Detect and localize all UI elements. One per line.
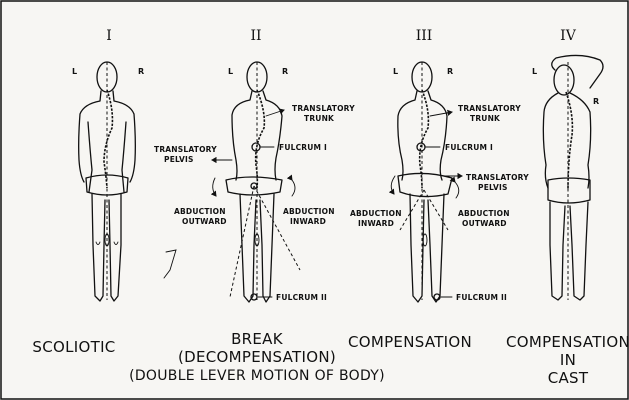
- figure-4-right-mark: R: [593, 97, 599, 106]
- figure-2-break: II L R TRANSLATORY TRUNK FULCRUM I: [129, 28, 385, 384]
- svg-text:TRANSLATORY: TRANSLATORY: [292, 104, 355, 113]
- svg-text:ABDUCTION: ABDUCTION: [283, 207, 335, 216]
- svg-text:ABDUCTION: ABDUCTION: [458, 209, 510, 218]
- figure-3-right-mark: R: [447, 67, 453, 76]
- svg-text:OUTWARD: OUTWARD: [462, 219, 507, 228]
- figure-3-label-abduction-inward: ABDUCTION INWARD: [350, 209, 402, 228]
- svg-text:PELVIS: PELVIS: [478, 183, 508, 192]
- figure-1-numeral: I: [106, 28, 112, 44]
- figure-3-label-fulcrum-2: FULCRUM II: [456, 293, 507, 302]
- figure-2-caption-line-2: (DECOMPENSATION): [178, 348, 336, 366]
- figure-3-label-translatory-trunk: TRANSLATORY TRUNK: [458, 104, 521, 123]
- figure-2-label-fulcrum-2: FULCRUM II: [276, 293, 327, 302]
- svg-text:INWARD: INWARD: [358, 219, 394, 228]
- figure-4-left-mark: L: [532, 67, 537, 76]
- figure-2-caption-line-1: BREAK: [231, 330, 284, 348]
- figure-3-compensation: III L R TRANSLATORY TRUNK FULCRUM I: [348, 28, 529, 351]
- figure-2-numeral: II: [250, 28, 261, 44]
- figure-3-caption: COMPENSATION: [348, 333, 472, 351]
- svg-text:TRANSLATORY: TRANSLATORY: [458, 104, 521, 113]
- svg-text:OUTWARD: OUTWARD: [182, 217, 227, 226]
- figure-2-label-abduction-inward: ABDUCTION INWARD: [283, 207, 335, 226]
- figure-3-left-mark: L: [393, 67, 398, 76]
- figure-2-caption-line-3: (DOUBLE LEVER MOTION OF BODY): [129, 368, 385, 384]
- figure-3-numeral: III: [416, 28, 433, 44]
- figure-2-label-abduction-outward: ABDUCTION OUTWARD: [174, 207, 227, 226]
- figure-2-label-translatory-pelvis: TRANSLATORY PELVIS: [154, 145, 217, 164]
- svg-text:PELVIS: PELVIS: [164, 155, 194, 164]
- figure-4-spine: [566, 92, 572, 190]
- figure-1-spine: [104, 90, 112, 188]
- figure-2-body: [164, 62, 282, 302]
- figure-3-label-translatory-pelvis: TRANSLATORY PELVIS: [466, 173, 529, 192]
- figure-4-caption-line-1: COMPENSATION: [506, 333, 629, 351]
- svg-text:ABDUCTION: ABDUCTION: [174, 207, 226, 216]
- svg-text:ABDUCTION: ABDUCTION: [350, 209, 402, 218]
- figure-2-label-fulcrum-1: FULCRUM I: [279, 143, 327, 152]
- svg-text:TRANSLATORY: TRANSLATORY: [466, 173, 529, 182]
- figure-4-caption-line-2: IN: [560, 351, 576, 369]
- svg-text:TRUNK: TRUNK: [304, 114, 335, 123]
- figure-4-body: [543, 55, 603, 300]
- figure-3-label-fulcrum-1: FULCRUM I: [445, 143, 493, 152]
- svg-text:TRUNK: TRUNK: [470, 114, 501, 123]
- figure-4-caption-line-3: CAST: [548, 369, 589, 387]
- svg-text:TRANSLATORY: TRANSLATORY: [154, 145, 217, 154]
- figure-1-caption: SCOLIOTIC: [32, 338, 115, 356]
- figure-2-left-mark: L: [228, 67, 233, 76]
- figure-3-label-abduction-outward: ABDUCTION OUTWARD: [458, 209, 510, 228]
- svg-text:INWARD: INWARD: [290, 217, 326, 226]
- figure-1-left-mark: L: [72, 67, 77, 76]
- figure-1-scoliotic: I L R SCOLIOTIC: [32, 28, 144, 356]
- figure-4-numeral: IV: [560, 28, 577, 44]
- figure-1-right-mark: R: [138, 67, 144, 76]
- figure-2-right-mark: R: [282, 67, 288, 76]
- figure-4-cast: IV L R COMPENSATION IN CAST: [506, 28, 629, 387]
- figure-2-label-translatory-trunk: TRANSLATORY TRUNK: [292, 104, 355, 123]
